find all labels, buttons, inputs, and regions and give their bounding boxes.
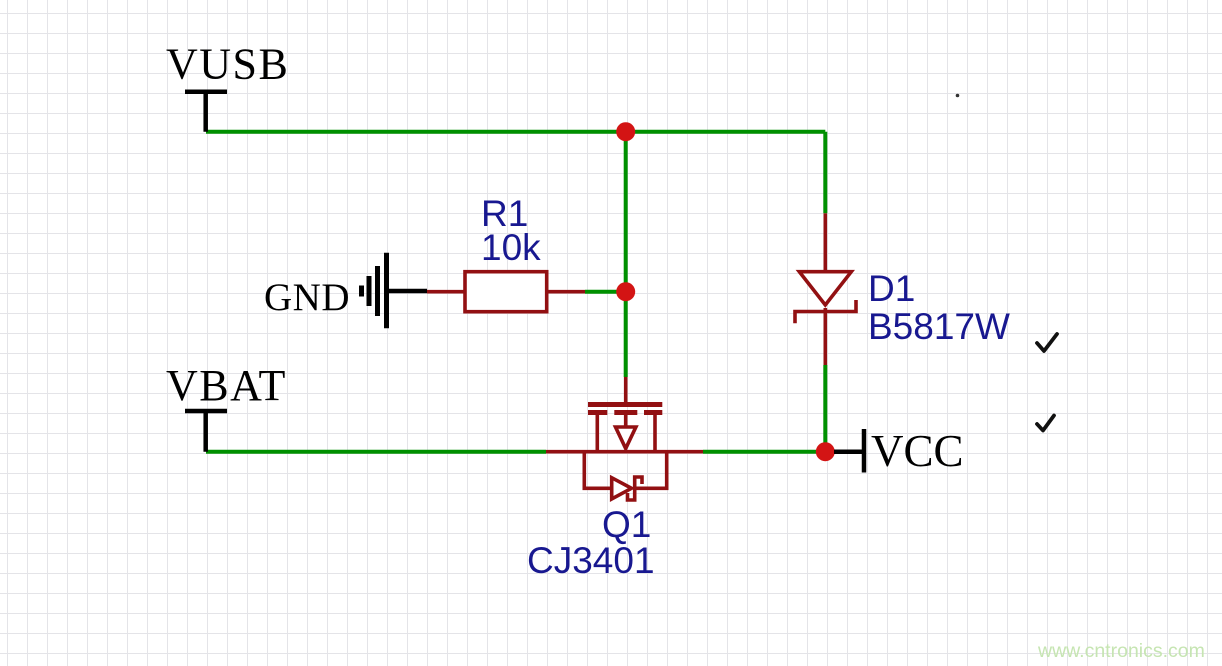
- body-diode-loop: [582, 451, 669, 491]
- body-diode-cathode: [625, 475, 644, 502]
- vusb-port-symbol: [185, 89, 227, 132]
- diode-triangle: [795, 269, 855, 308]
- stray-dot: [955, 93, 960, 98]
- diode-ref: D1: [868, 268, 915, 309]
- body-diode-triangle: [609, 474, 636, 503]
- wires: [206, 129, 828, 454]
- mosfet-ref: Q1: [602, 504, 651, 545]
- component-labels: R1 10k D1 B5817W Q1 CJ3401: [481, 193, 1010, 581]
- mosfet-arrow-head: [612, 425, 639, 453]
- mosfet-value: CJ3401: [527, 540, 655, 581]
- junction-dot: [616, 122, 636, 142]
- vusb-label: VUSB: [166, 40, 289, 89]
- check-icon: [1035, 413, 1056, 433]
- port-symbols: [185, 89, 867, 473]
- resistor-value: 10k: [481, 227, 541, 268]
- check-icon: [1035, 332, 1059, 353]
- watermark-text: www.cntronics.com: [1037, 640, 1205, 662]
- vbat-label: VBAT: [166, 361, 287, 410]
- vbat-port-symbol: [185, 408, 227, 452]
- junction-dot: [815, 442, 835, 462]
- vcc-label: VCC: [871, 426, 964, 476]
- resistor-body: [463, 269, 549, 314]
- resistor-ref: R1: [481, 193, 528, 234]
- components: [427, 213, 858, 503]
- vcc-port-symbol: [834, 429, 867, 473]
- diode-value: B5817W: [868, 306, 1010, 347]
- gnd-label: GND: [264, 276, 350, 319]
- port-labels: VUSB VBAT GND VCC: [166, 40, 964, 477]
- junction-dots: [616, 122, 835, 462]
- checkmarks: [1035, 332, 1059, 433]
- junction-dot: [616, 282, 636, 302]
